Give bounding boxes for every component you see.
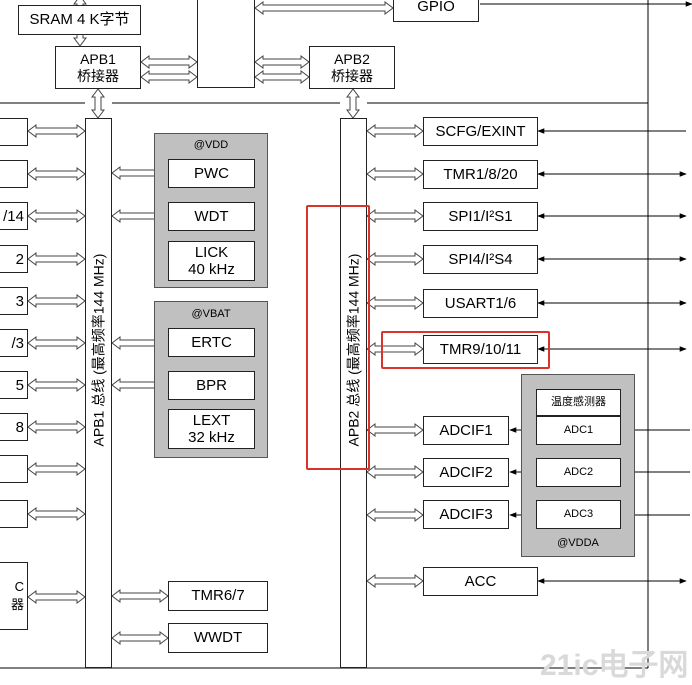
apb1-right-arrow-4	[111, 589, 169, 603]
usart1-6-box: USART1/6	[423, 289, 538, 318]
apb1-left-arrow-0	[27, 124, 86, 138]
apb2-right-arrow-7	[366, 465, 424, 479]
wdt-box: WDT	[168, 202, 255, 231]
adc1-box: ADC1	[536, 416, 621, 445]
adcif2-box: ADCIF2	[423, 458, 509, 487]
wwdt-box: WWDT	[168, 623, 268, 653]
gpio-box: GPIO	[393, 0, 479, 22]
lick-box: LICK 40 kHz	[168, 241, 255, 281]
apb2-right-arrow-4	[366, 296, 424, 310]
scfg-exint-box: SCFG/EXINT	[423, 117, 538, 146]
spi4-i2s4-box: SPI4/I²S4	[423, 245, 538, 274]
apb1-bridge-line1: APB1	[80, 51, 116, 68]
matrix-to-gpio-arrow	[254, 1, 394, 15]
left-stub-5: /3	[0, 329, 28, 357]
spi1-i2s1-box: SPI1/I²S1	[423, 202, 538, 231]
watermark: 21ic电子网	[540, 649, 689, 682]
apb1-left-arrow-7	[27, 420, 86, 434]
apb2-bridge-line1: APB2	[334, 51, 370, 68]
apb2-bus	[340, 118, 367, 668]
sram-label: SRAM 4 K字节	[29, 11, 130, 29]
adcif1-box: ADCIF1	[423, 416, 509, 445]
adcif3-box: ADCIF3	[423, 500, 509, 529]
left-stub-8	[0, 455, 28, 483]
apb1-left-arrow-1	[27, 167, 86, 181]
apb1-left-arrow-9	[27, 507, 86, 521]
bus-matrix-box	[197, 0, 255, 88]
apb1-bridge-line2: 桥接器	[77, 67, 119, 84]
apb1-left-arrow-4	[27, 294, 86, 308]
acc-box: ACC	[423, 567, 538, 596]
tmr9-10-11-highlight	[381, 331, 550, 369]
ertc-box: ERTC	[168, 328, 255, 357]
apb1-bus	[85, 118, 112, 668]
apb2-right-arrow-2	[366, 209, 424, 223]
left-stub-2: /14	[0, 202, 28, 230]
tmr67-box: TMR6/7	[168, 581, 268, 611]
apb2-right-arrow-3	[366, 252, 424, 266]
matrix-to-apb2-bridge-arrow-2	[254, 70, 310, 84]
apb1-left-arrow-8	[27, 462, 86, 476]
apb2-right-arrow-8	[366, 508, 424, 522]
vdd-label: @VDD	[193, 139, 229, 151]
left-stub-6: 5	[0, 371, 28, 399]
matrix-to-apb2-bridge-arrow	[254, 55, 310, 69]
apb2-right-arrow-6	[366, 423, 424, 437]
tmr1-8-20-box: TMR1/8/20	[423, 160, 538, 189]
apb2-bus-highlight	[306, 205, 370, 470]
vbat-label: @VBAT	[191, 308, 231, 320]
apb1-left-arrow-6	[27, 378, 86, 392]
left-stub-1	[0, 160, 28, 188]
apb1-left-arrow-2	[27, 209, 86, 223]
apb2-bridge-to-bus-arrow	[346, 88, 360, 119]
apb1-bridge-to-bus-arrow	[91, 88, 105, 119]
pwc-box: PWC	[168, 159, 255, 188]
left-stub-10: C 器	[0, 562, 28, 630]
vdda-label: @VDDA	[557, 537, 599, 549]
temp-sensor-box: 温度感测器	[536, 389, 621, 416]
apb1-left-arrow-5	[27, 336, 86, 350]
tmr9-10-11-box: TMR9/10/11	[423, 335, 538, 364]
apb1-left-arrow-10	[27, 590, 86, 604]
apb1-bridge-to-matrix-arrow-2	[140, 70, 198, 84]
left-stub-4: 3	[0, 287, 28, 315]
apb2-bridge-box: APB2 桥接器	[309, 46, 395, 89]
lext-box: LEXT 32 kHz	[168, 409, 255, 449]
left-stub-7: 8	[0, 413, 28, 441]
left-stub-3: 2	[0, 245, 28, 273]
apb2-right-arrow-1	[366, 167, 424, 181]
left-stub-0	[0, 118, 28, 146]
apb1-left-arrow-3	[27, 252, 86, 266]
apb1-right-arrow-5	[111, 631, 169, 645]
apb1-bridge-to-matrix-arrow	[140, 55, 198, 69]
bpr-box: BPR	[168, 371, 255, 400]
sram-box: SRAM 4 K字节	[18, 5, 141, 35]
apb2-right-arrow-0	[366, 124, 424, 138]
gpio-label: GPIO	[417, 0, 455, 15]
adc3-box: ADC3	[536, 500, 621, 529]
apb2-bridge-line2: 桥接器	[331, 67, 373, 84]
apb2-right-arrow-9	[366, 574, 424, 588]
left-stub-9	[0, 500, 28, 528]
apb1-bus-label: APB1 总线 (最高频率144 MHz)	[90, 253, 107, 447]
adc2-box: ADC2	[536, 458, 621, 487]
apb1-bridge-box: APB1 桥接器	[55, 46, 141, 89]
